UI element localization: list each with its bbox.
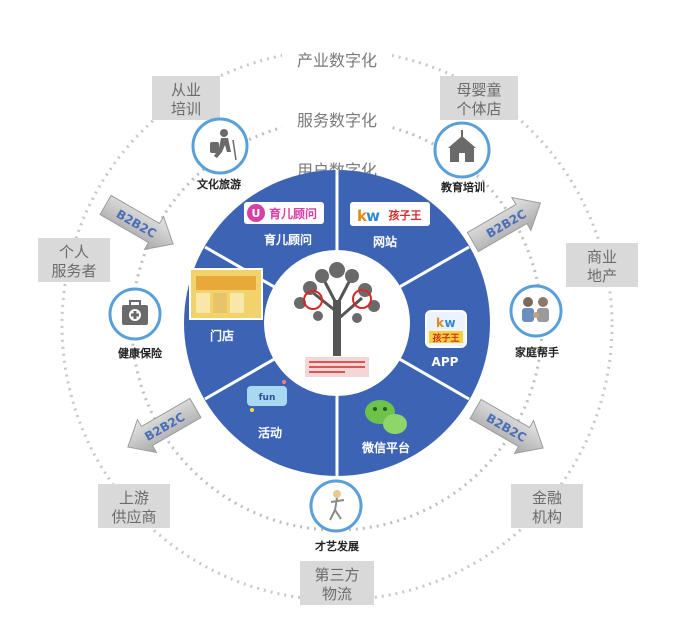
b2b2c-arrow-left-lower: B2B2C bbox=[118, 392, 205, 464]
b2b2c-arrow-right-upper: B2B2C bbox=[463, 187, 550, 259]
partner-finance-line1: 金融 bbox=[532, 489, 562, 507]
center-hub bbox=[264, 250, 410, 396]
svg-text:w: w bbox=[444, 316, 455, 330]
partner-finance: 金融 机构 bbox=[511, 484, 583, 528]
partner-upstream: 上游 供应商 bbox=[98, 484, 170, 528]
kw-logo-w: w bbox=[366, 207, 380, 225]
ring-label-middle: 服务数字化 bbox=[282, 107, 392, 133]
partner-upstream-line1: 上游 bbox=[119, 489, 149, 507]
b2b2c-arrow-right-lower: B2B2C bbox=[466, 393, 553, 465]
service-family-helper-label: 家庭帮手 bbox=[515, 345, 559, 359]
ring-label-middle-text: 服务数字化 bbox=[297, 111, 377, 130]
partner-logistics-line2: 物流 bbox=[322, 585, 352, 603]
partner-realestate-line1: 商业 bbox=[587, 248, 617, 266]
partner-logistics: 第三方 物流 bbox=[300, 561, 374, 605]
service-health: 健康保险 bbox=[110, 289, 163, 360]
channel-app-label: APP bbox=[432, 355, 459, 369]
service-culture-travel: 文化旅游 bbox=[193, 119, 247, 191]
ring-label-outer: 产业数字化 bbox=[282, 46, 392, 72]
partner-finance-line2: 机构 bbox=[532, 508, 562, 526]
service-culture-travel-label: 文化旅游 bbox=[197, 177, 241, 191]
channel-event-label: 活动 bbox=[258, 425, 282, 440]
service-talent: 才艺发展 bbox=[311, 481, 361, 553]
channel-store-label: 门店 bbox=[210, 328, 234, 343]
partner-realestate: 商业 地产 bbox=[566, 243, 638, 287]
service-talent-label: 才艺发展 bbox=[315, 539, 360, 553]
partner-maternal: 母婴童 个体店 bbox=[440, 76, 518, 120]
ring-label-outer-text: 产业数字化 bbox=[297, 51, 377, 70]
partner-maternal-line2: 个体店 bbox=[456, 100, 501, 118]
partner-personal: 个人 服务者 bbox=[38, 238, 110, 282]
website-logo-text: 孩子王 bbox=[389, 208, 422, 222]
partner-personal-line1: 个人 bbox=[59, 243, 89, 261]
partner-training-line2: 培训 bbox=[171, 100, 201, 118]
partner-upstream-line2: 供应商 bbox=[111, 508, 156, 526]
channel-website-label: 网站 bbox=[373, 234, 397, 249]
svg-text:fun: fun bbox=[259, 393, 276, 403]
partner-maternal-line1: 母婴童 bbox=[456, 81, 501, 99]
service-health-label: 健康保险 bbox=[118, 346, 163, 360]
channel-wechat-label: 微信平台 bbox=[361, 440, 410, 455]
advisor-logo-text: 育儿顾问 bbox=[269, 206, 317, 221]
svg-text:U: U bbox=[252, 207, 261, 220]
partner-logistics-line1: 第三方 bbox=[314, 566, 359, 584]
app-logo-text: 孩子王 bbox=[432, 332, 459, 344]
channel-advisor-label: 育儿顾问 bbox=[264, 232, 312, 247]
service-family-helper: 家庭帮手 bbox=[511, 286, 561, 359]
partner-training: 从业 培训 bbox=[152, 76, 220, 120]
partner-personal-line2: 服务者 bbox=[51, 262, 96, 280]
partner-training-line1: 从业 bbox=[171, 81, 201, 99]
service-education-label: 教育培训 bbox=[440, 180, 485, 194]
partner-realestate-line2: 地产 bbox=[587, 267, 617, 285]
service-education: 教育培训 bbox=[435, 123, 489, 194]
